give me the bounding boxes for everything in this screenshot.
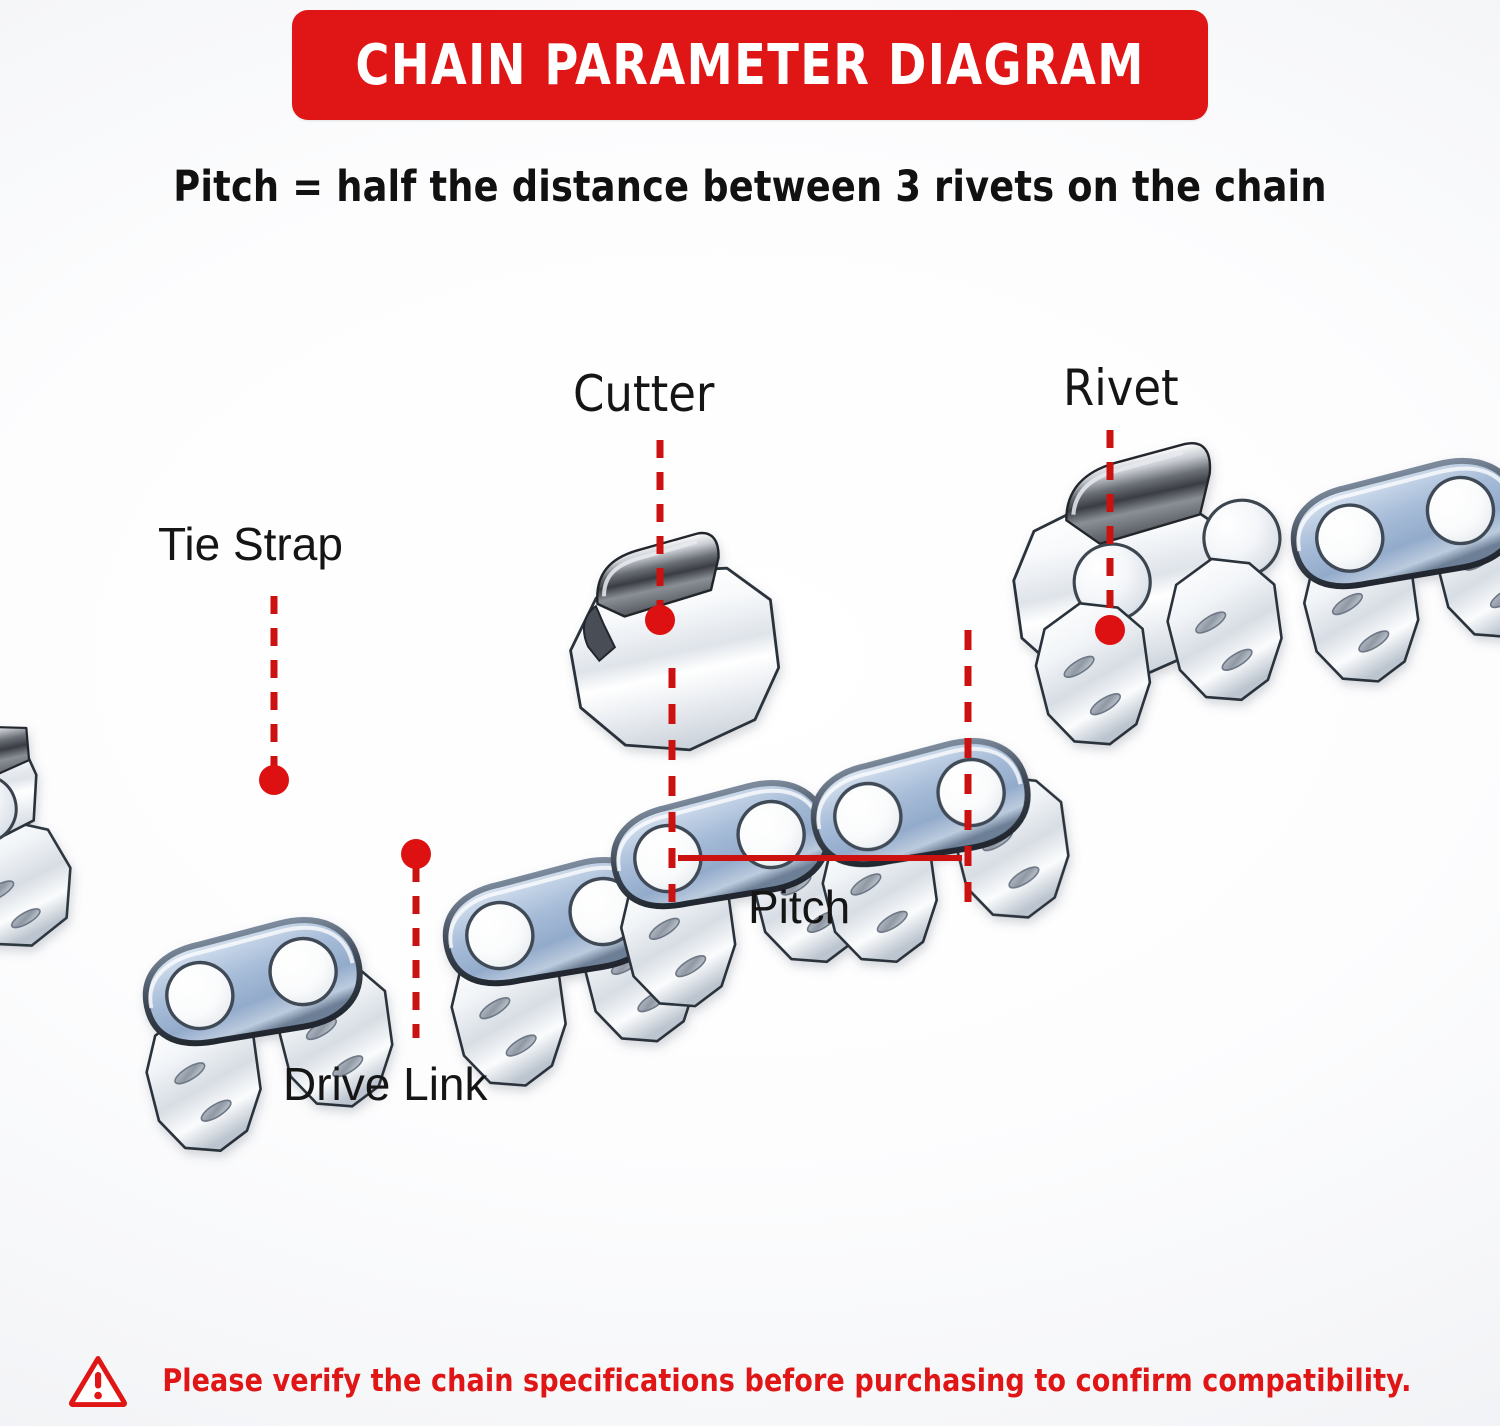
callout-label-tie-strap: Tie Strap bbox=[158, 518, 343, 570]
callout-leaders bbox=[270, 430, 1114, 1038]
warning-text: Please verify the chain specifications b… bbox=[162, 1363, 1412, 1399]
dot-tie-strap bbox=[259, 765, 289, 795]
title-banner: CHAIN PARAMETER DIAGRAM bbox=[292, 10, 1208, 120]
chain-illustration bbox=[0, 230, 1500, 1310]
chain-assembly bbox=[0, 441, 1500, 1164]
subtitle-definition: Pitch = half the distance between 3 rive… bbox=[173, 162, 1327, 212]
callout-label-pitch: Pitch bbox=[748, 881, 851, 933]
callout-label-drive-link: Drive Link bbox=[283, 1058, 488, 1110]
dot-rivet bbox=[1095, 615, 1125, 645]
cutter-link bbox=[569, 531, 781, 752]
dot-cutter bbox=[645, 605, 675, 635]
callout-label-cutter: Cutter bbox=[573, 365, 715, 423]
warning-triangle-icon bbox=[69, 1356, 128, 1407]
page-title: CHAIN PARAMETER DIAGRAM bbox=[355, 32, 1145, 98]
callout-dots bbox=[259, 605, 1125, 869]
dot-drive-link bbox=[401, 839, 431, 869]
callout-label-rivet: Rivet bbox=[1063, 359, 1179, 417]
footer-warning: Please verify the chain specifications b… bbox=[0, 1348, 1500, 1414]
